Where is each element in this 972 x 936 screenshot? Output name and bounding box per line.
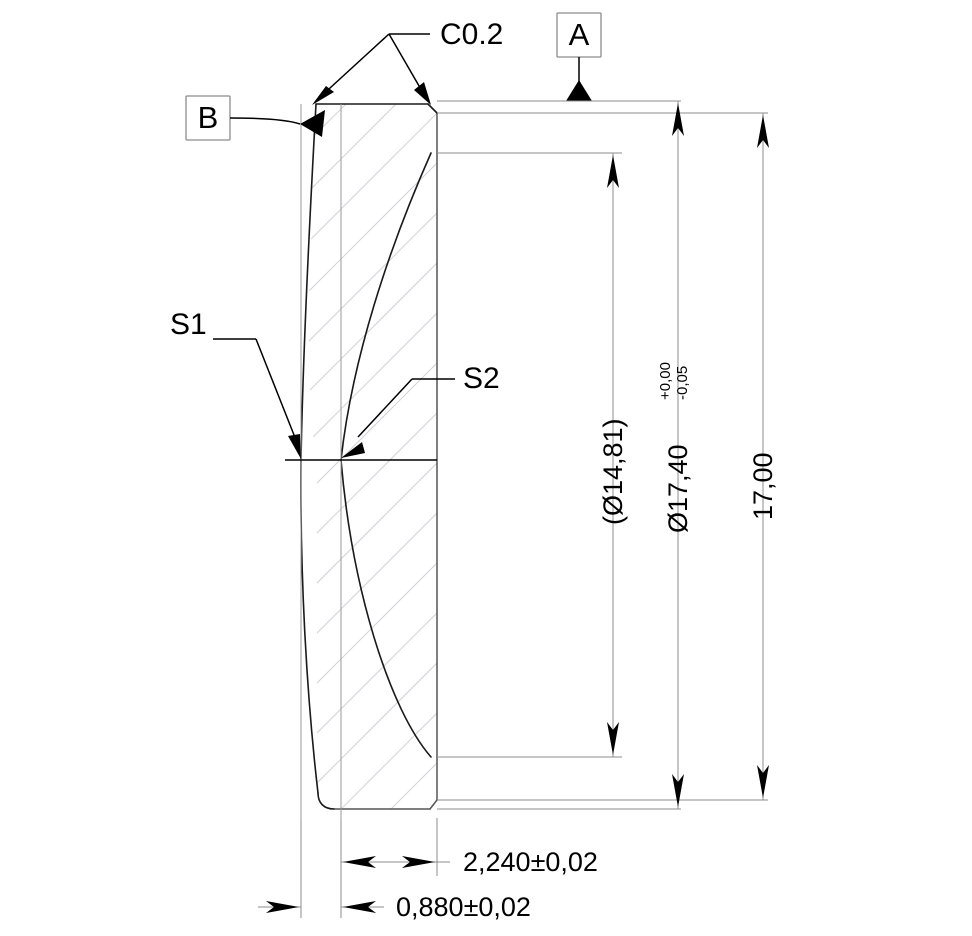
chamfer-callout-label: C0.2 — [440, 18, 503, 51]
surface-s1-callout-group[interactable]: S1 — [170, 308, 301, 459]
arrow-head-icon — [757, 115, 769, 148]
arrow-head-icon — [402, 856, 435, 868]
dim-label-overall-height: 17,00 — [748, 452, 778, 520]
dimension-overall-height[interactable]: 17,00 — [748, 113, 778, 800]
s2-leader-line — [357, 378, 413, 438]
datum-b-label: B — [198, 100, 219, 135]
arrow-head-icon — [672, 774, 684, 807]
datum-a-label: A — [569, 17, 590, 52]
datum-b-leader — [229, 117, 301, 125]
chamfer-leader-left — [317, 33, 390, 100]
lens-body-group — [300, 103, 438, 880]
dim-label-edge-offset: 0,880±0,02 — [396, 892, 531, 922]
dimension-edge-offset[interactable]: 0,880±0,02 — [258, 892, 531, 922]
arrow-head-icon — [757, 765, 769, 798]
lens-chamfer-bottom-left — [317, 792, 335, 810]
arrow-head-icon — [341, 442, 365, 458]
extension-lines-right — [437, 100, 768, 810]
dim-tolerance-upper: +0,00 — [657, 362, 674, 400]
section-hatching — [308, 104, 437, 809]
dim-tolerance-lower: -0,05 — [674, 366, 691, 400]
lens-chamfer-bottom-right — [429, 799, 438, 810]
arrow-head-icon — [266, 901, 299, 913]
filled-triangle-icon — [300, 110, 325, 137]
filled-triangle-icon — [566, 80, 592, 101]
dim-label-outer-diameter: Ø17,40 — [663, 444, 693, 533]
arrow-head-icon — [343, 856, 376, 868]
surface-s2-callout-group[interactable]: S2 — [341, 362, 500, 458]
chamfer-callout-group[interactable]: C0.2 — [312, 18, 503, 105]
arrow-head-icon — [672, 103, 684, 136]
surface-s1-profile — [300, 103, 319, 794]
arrow-head-icon — [312, 86, 334, 105]
dim-label-center-thickness: 2,240±0,02 — [463, 847, 598, 877]
s1-leader-line — [255, 338, 297, 441]
dimension-clear-aperture[interactable]: (Ø14,81) — [598, 153, 628, 757]
arrow-head-icon — [343, 901, 376, 913]
datum-a-group[interactable]: A — [556, 12, 602, 101]
dim-label-clear-aperture: (Ø14,81) — [598, 418, 628, 525]
dimension-center-thickness[interactable]: 2,240±0,02 — [341, 847, 598, 877]
arrow-head-icon — [288, 434, 301, 459]
arrow-head-icon — [607, 722, 619, 755]
s1-callout-label: S1 — [170, 308, 207, 341]
extension-lines-bottom — [300, 818, 438, 918]
lens-chamfer-top-right — [427, 103, 438, 114]
dimension-outer-diameter[interactable]: Ø17,40 +0,00 -0,05 — [657, 101, 693, 809]
arrow-head-icon — [414, 82, 431, 105]
s2-callout-label: S2 — [463, 362, 500, 395]
arrow-head-icon — [607, 155, 619, 188]
datum-b-group[interactable]: B — [185, 95, 325, 141]
